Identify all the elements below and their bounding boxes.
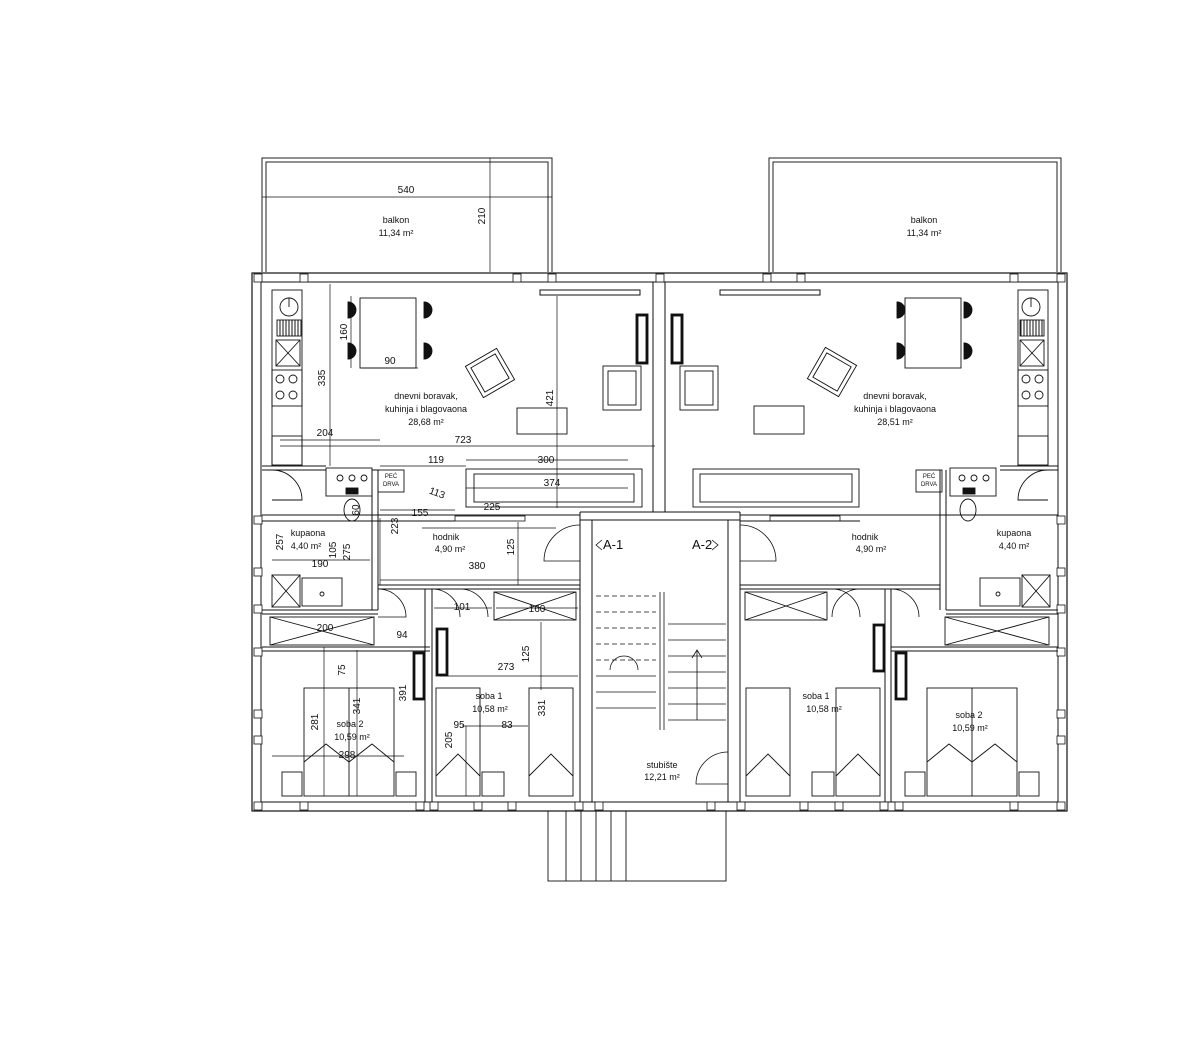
bath-right-area: 4,40 m² <box>999 541 1030 551</box>
dim-374: 374 <box>544 478 561 489</box>
dim-table-width: 90 <box>384 356 396 367</box>
hall-left-area: 4,90 m² <box>435 544 466 554</box>
dim-75: 75 <box>337 664 348 676</box>
wardrobes <box>269 591 1050 646</box>
dim-125a: 125 <box>506 538 517 555</box>
dim-101: 101 <box>454 602 471 613</box>
dim-273: 273 <box>498 662 515 673</box>
flat-a1-label: A-1 <box>603 537 623 552</box>
dining-table-left <box>347 297 433 369</box>
dim-223: 223 <box>390 517 401 534</box>
kitchen-left <box>271 289 303 467</box>
stove-left-line2: DRVA <box>383 482 399 488</box>
dim-190: 190 <box>312 559 329 570</box>
kitchen-right <box>1017 289 1049 467</box>
bath-left-name: kupaona <box>291 528 326 538</box>
dim-200: 200 <box>317 623 334 634</box>
balcony-left-name: balkon <box>383 215 410 225</box>
dim-300: 300 <box>538 455 555 466</box>
balcony-left-area: 11,34 m² <box>379 228 414 238</box>
dim-331: 331 <box>537 699 548 716</box>
dim-225: 225 <box>484 502 501 513</box>
bath-right-name: kupaona <box>997 528 1032 538</box>
exterior-walls <box>251 272 1068 812</box>
stove-left-line1: PEĆ <box>385 473 398 480</box>
bed1-right-area: 10,58 m² <box>806 704 842 714</box>
hall-cabinets <box>454 515 841 522</box>
living-right-area: 28,51 m² <box>877 417 913 427</box>
stove-right-line2: DRVA <box>921 482 937 488</box>
hall-right-name: hodnik <box>852 532 879 542</box>
dim-113: 113 <box>427 486 446 502</box>
dim-275: 275 <box>342 543 353 560</box>
dim-257: 257 <box>275 533 286 550</box>
living-right-line2: kuhinja i blagovaona <box>854 404 936 414</box>
door-swings <box>377 524 920 785</box>
wood-stove-right <box>915 469 943 493</box>
bed1-left-area: 10,58 m² <box>472 704 508 714</box>
beds <box>281 687 1040 797</box>
dim-341: 341 <box>352 697 363 714</box>
dim-94: 94 <box>396 630 408 641</box>
living-left-area: 28,68 m² <box>408 417 444 427</box>
dim-119: 119 <box>428 455 444 466</box>
bathroom-right <box>949 467 1051 608</box>
balcony-right <box>768 157 1062 272</box>
hall-left-name: hodnik <box>433 532 460 542</box>
dim-155: 155 <box>412 508 429 519</box>
dim-298: 298 <box>339 750 356 761</box>
dim-balcony-width: 540 <box>398 185 415 196</box>
dim-balcony-depth: 210 <box>477 207 488 224</box>
dim-95: 95 <box>453 720 465 731</box>
dim-60: 60 <box>351 504 362 516</box>
bath-left-area: 4,40 m² <box>291 541 322 551</box>
living-left-line1: dnevni boravak, <box>394 391 458 401</box>
window-markers <box>253 273 1066 811</box>
dim-281: 281 <box>310 713 321 730</box>
bed1-left-name: soba 1 <box>475 691 502 701</box>
balcony-left <box>261 157 553 272</box>
staircase <box>596 592 726 730</box>
bathroom-left <box>271 467 373 608</box>
bed2-left-area: 10,59 m² <box>334 732 370 742</box>
living-left-line2: kuhinja i blagovaona <box>385 404 467 414</box>
dim-105: 105 <box>328 541 339 558</box>
stairs-area: 12,21 m² <box>644 772 680 782</box>
flat-a1-arrow-icon <box>595 539 603 551</box>
dim-380: 380 <box>469 561 486 572</box>
living-furniture-right <box>670 313 860 508</box>
hall-right-area: 4,90 m² <box>856 544 887 554</box>
dining-table-right <box>896 297 973 369</box>
dimension-lines <box>262 158 655 796</box>
living-right-line1: dnevni boravak, <box>863 391 927 401</box>
wood-stove-left <box>377 469 405 493</box>
stairs-name: stubište <box>646 760 677 770</box>
dim-125b: 125 <box>521 645 532 662</box>
bed2-right-area: 10,59 m² <box>952 723 988 733</box>
dim-83: 83 <box>501 720 513 731</box>
flat-a2-label: A-2 <box>692 537 712 552</box>
dim-living-depth: 421 <box>545 389 556 406</box>
bed2-left-name: soba 2 <box>336 719 363 729</box>
bed1-right-name: soba 1 <box>802 691 829 701</box>
radiators <box>412 623 908 701</box>
dim-kitchen-depth: 335 <box>317 369 328 386</box>
sliding-doors <box>539 289 821 296</box>
entrance-steps <box>547 810 727 882</box>
interior-walls <box>262 282 1058 802</box>
dim-391: 391 <box>398 684 409 701</box>
dim-table-depth: 160 <box>339 323 350 340</box>
balcony-right-area: 11,34 m² <box>907 228 942 238</box>
balcony-right-name: balkon <box>911 215 938 225</box>
dim-723: 723 <box>455 435 472 446</box>
dim-204: 204 <box>317 428 334 439</box>
living-furniture-left <box>464 313 649 508</box>
flat-a2-arrow-icon <box>711 539 719 551</box>
dim-160b: 160 <box>529 604 546 615</box>
bed2-right-name: soba 2 <box>955 710 982 720</box>
dim-205: 205 <box>444 731 455 748</box>
stove-right-line1: PEĆ <box>923 473 936 480</box>
